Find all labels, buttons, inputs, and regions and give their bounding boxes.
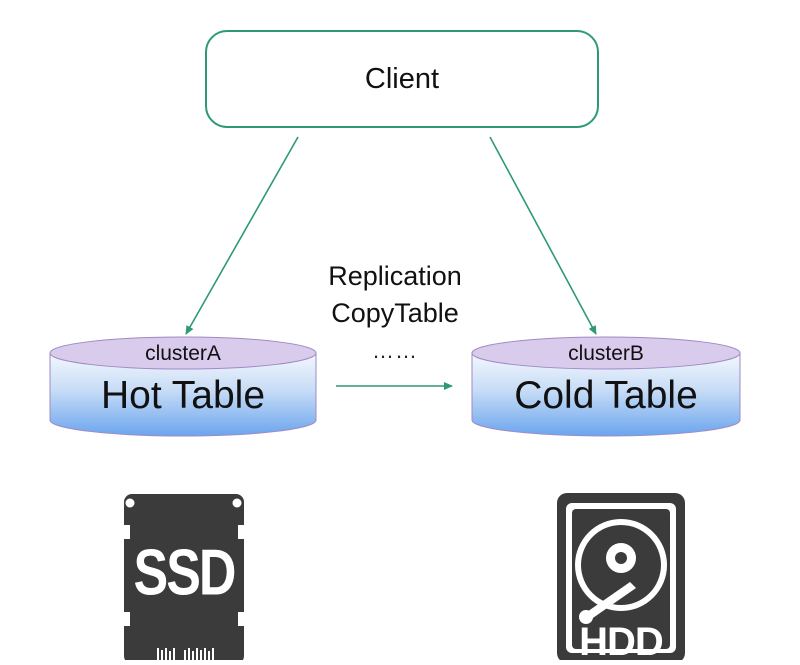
client-label: Client	[364, 62, 440, 95]
ssd-icon-text: SSD	[133, 536, 237, 610]
client-to-clustera-arrow	[185, 136, 299, 335]
replication-line-1: Replication	[328, 261, 462, 291]
clusterb-label: clusterB	[568, 342, 644, 365]
clustera-database-cylinder	[49, 336, 317, 437]
client-to-clusterb-arrow	[489, 136, 597, 335]
replication-label: Replication CopyTable	[300, 258, 490, 332]
ssd-icon	[124, 494, 244, 660]
clustera-label: clusterA	[145, 342, 221, 365]
replication-ellipsis: ……	[372, 338, 418, 363]
replication-line-2: CopyTable	[331, 298, 459, 328]
clusterb-database-cylinder	[471, 336, 741, 437]
hdd-icon-text: HDD	[579, 620, 664, 664]
hdd-icon	[557, 493, 685, 660]
hot-table-label: Hot Table	[100, 374, 266, 417]
cold-table-label: Cold Table	[514, 374, 698, 417]
client-box: Client	[205, 30, 599, 128]
